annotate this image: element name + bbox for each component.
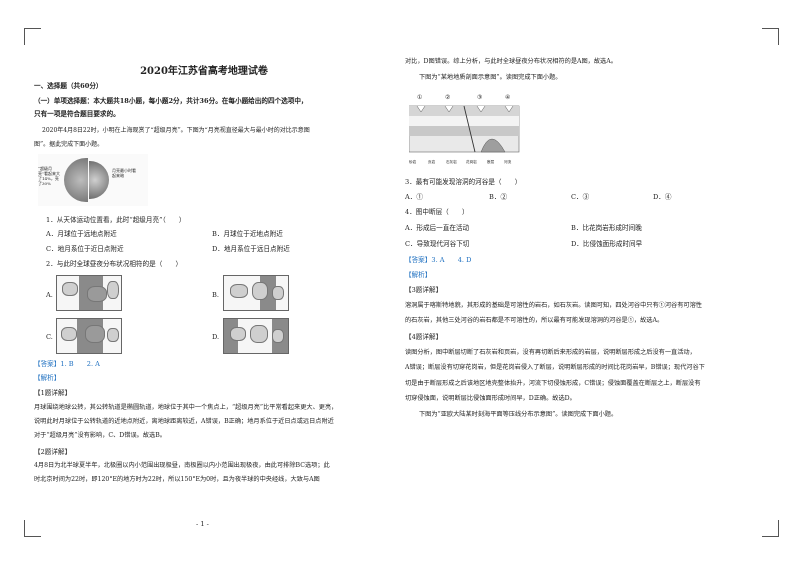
q3-option-b: B．②: [489, 193, 508, 201]
q2-option-d: D.: [212, 333, 220, 341]
answer-1-2: 【答案】1. B 2. A: [34, 360, 100, 368]
continuation-line: 对比，D图错误。综上分析，与此时全球昼夜分布状况相符的是A图，故选A。: [405, 58, 617, 65]
subsection-line-1: （一）单项选择题：本大题共18小题，每小题2分，共计36分。在每小题给出的四个选…: [34, 97, 308, 105]
crop-mark-top-right: [762, 28, 779, 45]
page-title: 2020年江苏省高考地理试卷: [140, 66, 268, 77]
legend: 砂岩 页岩 石灰岩 花岗岩 断层 河流: [409, 156, 521, 168]
marker-2: ②: [445, 94, 451, 101]
q2-option-c: C.: [46, 333, 53, 341]
q4-option-c: C．导致现代河谷下切: [405, 240, 470, 248]
moon-comparison-figure: “超级月亮”看起来大了14%，亮了30% 月亮最小时看起来暗: [38, 154, 148, 206]
q3-option-c: C．③: [571, 193, 590, 201]
legend-shale: 页岩: [428, 160, 436, 164]
moon-label-left: “超级月亮”看起来大了14%，亮了30%: [38, 166, 61, 186]
daynight-map-b: [223, 275, 289, 311]
subsection-line-2: 只有一项是符合题目要求的。: [34, 110, 120, 118]
detail-3-heading: 【3题详解】: [405, 286, 443, 294]
q4-option-a: A．形成后一直在活动: [405, 224, 470, 232]
detail-1-line-3: 对于“超级月亮”没有影响，C、D错误。故选B。: [34, 432, 166, 439]
legend-granite: 花岗岩: [466, 160, 477, 164]
detail-1-line-2: 说明此时月球位于公转轨道的近地点附近，离地球距离较近，A错误，B正确；地月系位于…: [34, 418, 334, 425]
daynight-map-c: [56, 318, 122, 354]
daynight-map-a: [56, 275, 122, 311]
q1-option-d: D．地月系位于远日点附近: [212, 245, 290, 253]
section-heading: 一、选择题（共60分）: [34, 82, 103, 90]
supermoon-image: [64, 158, 88, 202]
crop-mark-bottom-left: [24, 520, 41, 537]
geologic-section-figure: ① ② ③ ④ 砂岩 页岩 石灰岩 花岗岩 断层 河流: [409, 92, 521, 168]
detail-4-line-3: 切是由于断层形成之后该地区地壳整体抬升，河流下切侵蚀形成，C错误；侵蚀面覆盖在断…: [405, 380, 701, 387]
crop-mark-top-left: [24, 28, 41, 45]
q1-option-c: C．地月系位于近日点附近: [46, 245, 124, 253]
answer-3-4: 【答案】3. A 4. D: [405, 256, 472, 264]
question-3: 3．最有可能发现溶洞的河谷是（ ）: [405, 178, 522, 186]
detail-4-heading: 【4题详解】: [405, 333, 443, 341]
figure-caption: 下图为“某地地质剖面示意图”。读图完成下面小题。: [419, 74, 562, 81]
page-number: - 1 -: [196, 520, 209, 528]
legend-sandstone: 砂岩: [409, 160, 417, 164]
q3-option-d: D．④: [653, 193, 672, 201]
marker-1: ①: [417, 94, 423, 101]
marker-3: ③: [477, 94, 483, 101]
q1-option-b: B．月球位于近地点附近: [212, 230, 283, 238]
question-4: 4．图中断层（ ）: [405, 208, 469, 216]
detail-1-line-1: 月球围绕地球公转，其公转轨道是椭圆轨道，地球位于其中一个焦点上，“超级月亮”比平…: [34, 404, 338, 411]
moon-label-right: 月亮最小时看起来暗: [112, 168, 136, 178]
q2-option-b: B.: [212, 291, 219, 299]
detail-4-line-4: 切穿侵蚀面，说明断层比侵蚀面形成时间早，D正确。故选D。: [405, 395, 576, 402]
detail-2-line-2: 时北京时间为22时，即120°E的地方时为22时，所以150°E为0时，且为夜半…: [34, 476, 320, 483]
detail-3-line-2: 的石灰岩，其他三处河谷的岩石都是不可溶性的，所以最有可能发现溶洞的河谷是①，故选…: [405, 317, 664, 324]
detail-4-line-1: 读图分析，图中断层切断了石灰岩和页岩，没有再切断后来形成的岩层，说明断层形成之后…: [405, 349, 696, 356]
q4-option-d: D．比侵蚀面形成时间早: [571, 240, 643, 248]
detail-4-line-2: A错误；断层没有切穿花岗岩，但是花岗岩侵入了断层，说明断层形成的时间比花岗岩早，…: [405, 364, 705, 371]
intro-line-2: 图”。据此完成下面小题。: [34, 141, 104, 148]
crop-mark-bottom-right: [762, 520, 779, 537]
geologic-section-svg: [409, 105, 520, 153]
legend-limestone: 石灰岩: [446, 160, 457, 164]
minimoon-image: [89, 161, 109, 199]
detail-2-heading: 【2题详解】: [34, 448, 72, 456]
marker-4: ④: [505, 94, 511, 101]
next-figure-caption: 下图为“亚欧大陆某时刻海平面等压线分布示意图”。读图完成下面小题。: [419, 411, 618, 418]
analysis-label-right: 【解析】: [405, 271, 432, 279]
q2-option-a: A.: [46, 291, 53, 299]
analysis-label: 【解析】: [34, 374, 61, 382]
question-1: 1．从天体运动位置看，此时“超级月亮”（ ）: [46, 216, 186, 224]
detail-3-line-1: 溶洞属于喀斯特地貌，其形成的基础是可溶性的岩石，如石灰岩。读图可知，四处河谷中只…: [405, 302, 702, 309]
detail-2-line-1: 4月8日为北半球夏半年，北极圈以内小范围出现极昼，南极圈以内小范围出现极夜，由此…: [34, 462, 330, 469]
q3-option-a: A．①: [405, 193, 423, 201]
legend-river: 河流: [504, 160, 512, 164]
detail-1-heading: 【1题详解】: [34, 389, 72, 397]
intro-line-1: 2020年4月8日22时，小明在上海观赏了“超级月亮”。下图为“月亮视直径最大与…: [42, 127, 310, 134]
q1-option-a: A．月球位于远地点附近: [46, 230, 117, 238]
daynight-map-d: [223, 318, 289, 354]
q4-option-b: B．比花岗岩形成时间晚: [571, 224, 642, 232]
question-2: 2．与此时全球昼夜分布状况相符的是（ ）: [46, 260, 183, 268]
legend-fault: 断层: [487, 160, 495, 164]
